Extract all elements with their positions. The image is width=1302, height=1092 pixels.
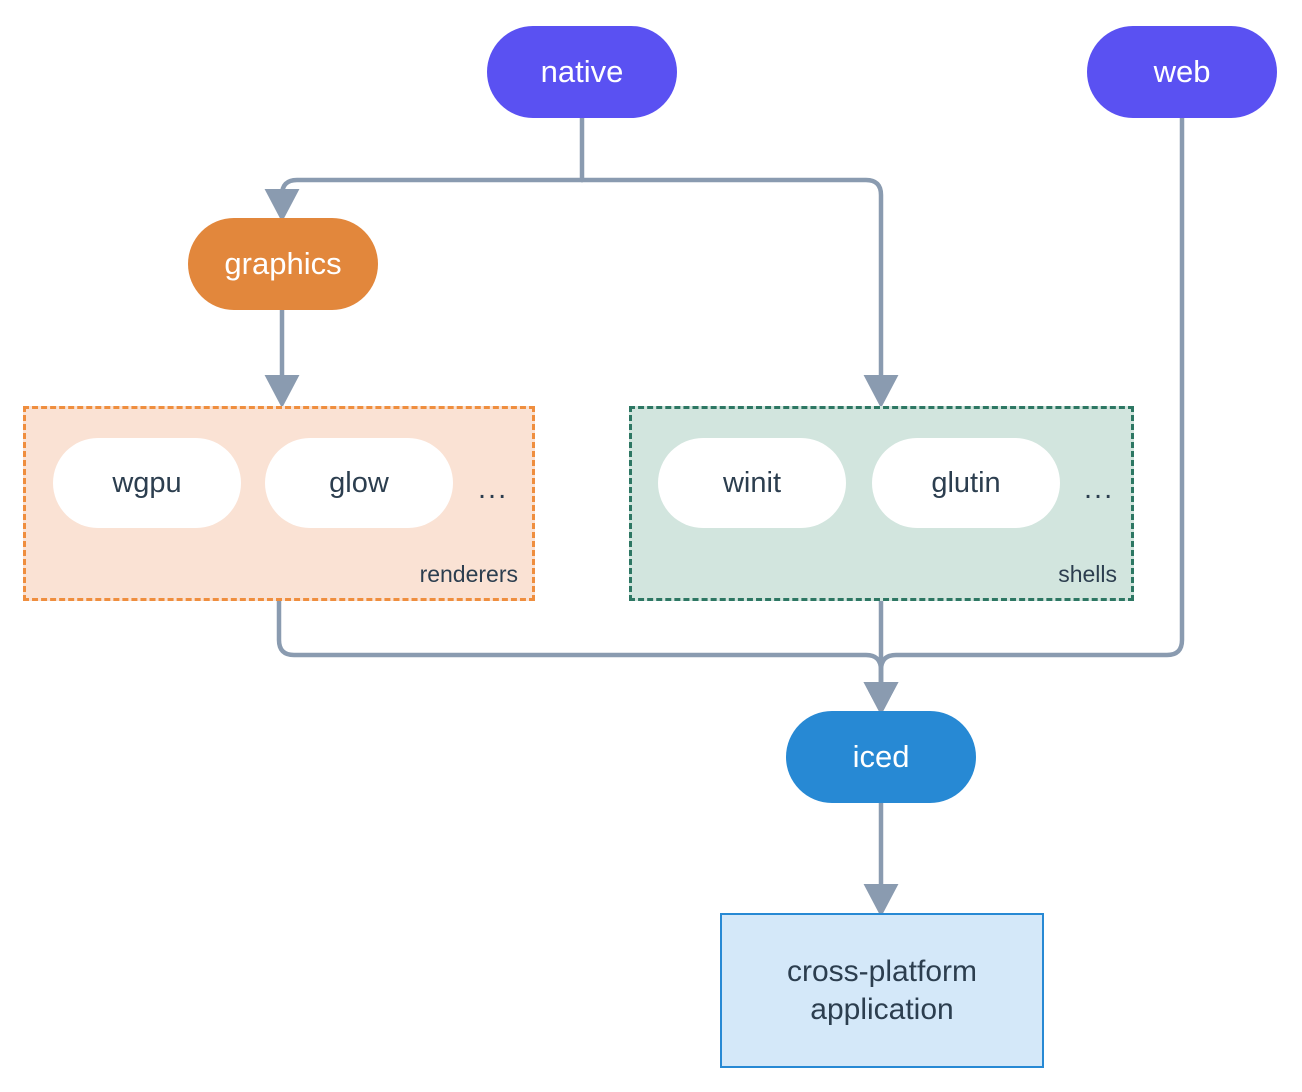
leaf-wgpu-label: wgpu (112, 466, 182, 499)
node-iced-label: iced (852, 738, 910, 774)
leaf-wgpu[interactable]: wgpu (53, 438, 241, 528)
cluster-renderers: wgpu glow ... renderers (23, 406, 535, 601)
leaf-glow[interactable]: glow (265, 438, 453, 528)
leaf-glutin[interactable]: glutin (872, 438, 1060, 528)
cluster-renderers-label: renderers (419, 561, 518, 587)
node-graphics-label: graphics (224, 245, 342, 281)
cluster-shells: winit glutin ... shells (629, 406, 1134, 601)
edge-renderers-to-iced (276, 598, 899, 716)
node-application[interactable]: cross-platform application (720, 913, 1044, 1068)
leaf-glow-label: glow (329, 466, 389, 499)
renderers-overflow-ellipsis: ... (478, 473, 509, 505)
edge-native-to-shells (579, 177, 899, 409)
node-native[interactable]: native (487, 26, 677, 118)
cluster-shells-label: shells (1058, 561, 1117, 587)
shells-overflow-ellipsis: ... (1084, 473, 1115, 505)
node-iced[interactable]: iced (786, 711, 976, 803)
node-application-label-line2: application (810, 992, 954, 1026)
leaf-winit[interactable]: winit (658, 438, 846, 528)
edge-native-to-graphics (264, 177, 585, 223)
node-application-label-line1: cross-platform (786, 955, 978, 988)
node-graphics[interactable]: graphics (188, 218, 378, 310)
leaf-glutin-label: glutin (931, 466, 1001, 499)
leaf-winit-label: winit (722, 466, 781, 499)
node-web-label: web (1153, 53, 1211, 89)
edge-web-to-iced (863, 115, 1185, 716)
node-web[interactable]: web (1087, 26, 1277, 118)
node-native-label: native (540, 53, 624, 89)
